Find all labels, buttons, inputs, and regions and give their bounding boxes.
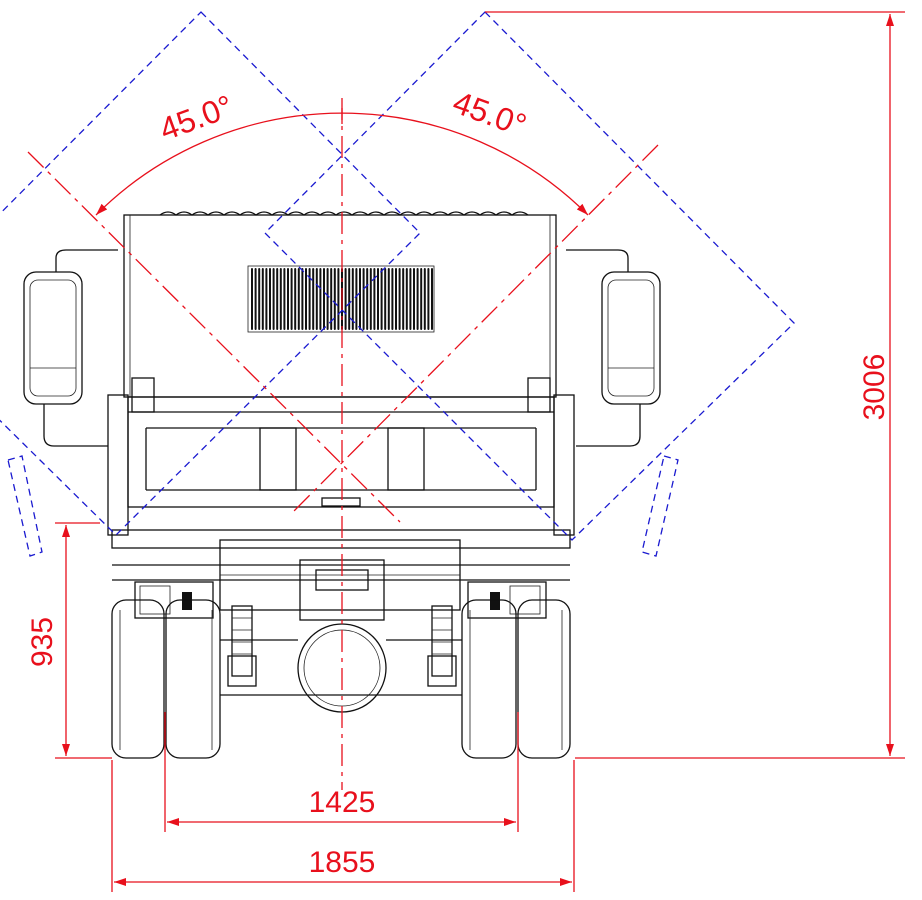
grille-bar: [315, 268, 318, 330]
grille-bar: [391, 268, 394, 330]
right-spring: [427, 605, 457, 687]
grille-bar: [431, 268, 433, 330]
grille-bar: [373, 268, 376, 330]
grille-bar: [258, 268, 261, 330]
overall-width-dimension: [111, 760, 575, 892]
grille-bar: [294, 268, 297, 330]
grille-bar: [333, 268, 336, 330]
overall-height-label: 3006: [858, 354, 891, 421]
grille-bar: [348, 268, 351, 330]
mirror-height-dimension: [55, 522, 112, 759]
grille-bar: [269, 268, 271, 330]
reference-lines: [27, 98, 659, 790]
grille-bar: [297, 268, 300, 330]
grille-bar: [395, 268, 397, 330]
grille-bar: [330, 268, 333, 330]
grille-bar: [423, 268, 426, 330]
grille-bar: [301, 268, 304, 330]
grille-bar: [413, 268, 415, 330]
grille-bar: [384, 268, 387, 330]
grille-bar: [362, 268, 365, 330]
grille-bar: [369, 268, 372, 330]
grille-bar: [272, 268, 275, 330]
grille-bar: [416, 268, 419, 330]
grille-bar: [319, 268, 322, 330]
grille-bar: [279, 268, 282, 330]
grille-bar: [326, 268, 329, 330]
grille-bar: [387, 268, 390, 330]
mirror-view-envelopes: [0, 11, 795, 557]
left-spring: [227, 605, 257, 687]
grille-bar: [251, 268, 253, 330]
grille-bar: [402, 268, 405, 330]
tread-width-dimension: [164, 712, 519, 832]
grille-bar: [377, 268, 379, 330]
right-dual-wheels: [461, 599, 571, 759]
grille-bar: [427, 268, 430, 330]
grille-bar: [323, 268, 325, 330]
grille-bar: [265, 268, 268, 330]
grille-bar: [409, 268, 412, 330]
tread-width-label: 1425: [309, 786, 376, 819]
grille-bar: [355, 268, 358, 330]
grille-bar: [261, 268, 264, 330]
left-mirror: [23, 249, 118, 447]
rear-grille: [251, 268, 433, 330]
grille-bar: [305, 268, 307, 330]
grille-bar: [398, 268, 401, 330]
grille-bar: [366, 268, 369, 330]
mirror-height-label: 935: [26, 617, 59, 667]
overall-width-label: 1855: [309, 846, 376, 879]
grille-bar: [359, 268, 361, 330]
grille-bar: [308, 268, 311, 330]
grille-bar: [290, 268, 293, 330]
grille-bar: [312, 268, 315, 330]
grille-bar: [344, 268, 347, 330]
grille-bar: [254, 268, 257, 330]
grille-bar: [380, 268, 383, 330]
grille-bar: [337, 268, 340, 330]
grille-bar: [276, 268, 279, 330]
dump-box: [123, 214, 557, 398]
grille-bar: [283, 268, 286, 330]
truck-body: [107, 211, 575, 759]
grille-bar: [351, 268, 354, 330]
right-mirror: [566, 249, 661, 447]
grille-bar: [287, 268, 289, 330]
grille-bar: [420, 268, 423, 330]
grille-bar: [405, 268, 408, 330]
left-angle-label: 45.0°: [155, 88, 238, 148]
overall-height-dimension: [485, 11, 905, 759]
left-dual-wheels: [111, 599, 221, 759]
